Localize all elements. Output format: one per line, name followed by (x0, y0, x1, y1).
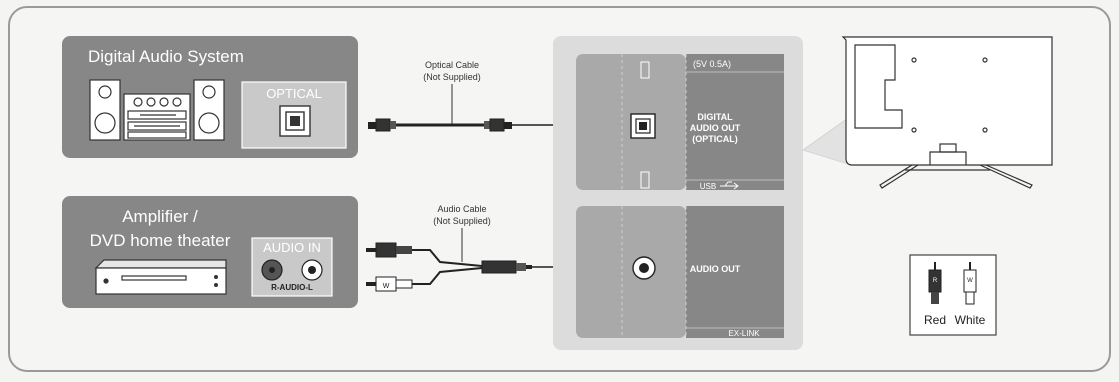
digital-out-line3: (OPTICAL) (692, 134, 738, 144)
plug-color-legend: R W Red White (909, 254, 997, 336)
svg-text:W: W (967, 278, 973, 284)
red-plug-icon: R (928, 262, 942, 304)
legend-box (909, 254, 997, 336)
tv-back-icon (841, 36, 1053, 189)
amplifier-dvd: Amplifier / DVD home theater AUDIO IN R-… (62, 196, 358, 308)
audio-cable-label-line2: (Not Supplied) (433, 216, 491, 226)
svg-text:R: R (933, 278, 938, 284)
tv-audio-out-jack-icon (632, 256, 656, 280)
optical-port-icon (279, 105, 311, 137)
usb-icon (720, 181, 739, 190)
white-plug-icon: W (963, 262, 977, 305)
usb-power-label: (5V 0.5A) (693, 59, 731, 69)
audio-in-label: AUDIO IN (263, 240, 321, 255)
amplifier-title-line1: Amplifier / (122, 207, 198, 226)
rca-jack-icon (261, 259, 323, 281)
audio-cable-label-line1: Audio Cable (437, 204, 486, 214)
optical-cable-label-line2: (Not Supplied) (423, 72, 481, 82)
bottom-panel-left (576, 206, 686, 338)
bottom-panel-right (686, 206, 784, 338)
top-panel-right (686, 54, 784, 190)
legend-white-label: White (955, 313, 986, 327)
legend-red-label: Red (924, 313, 946, 327)
audio-out-label: AUDIO OUT (690, 264, 741, 274)
amplifier-title-line2: DVD home theater (90, 231, 231, 250)
svg-text:W: W (383, 283, 390, 290)
digital-out-line2: AUDIO OUT (690, 123, 741, 133)
audio-cable: Audio Cable (Not Supplied) W (366, 204, 620, 292)
ex-link-label: EX-LINK (728, 329, 760, 338)
digital-audio-title: Digital Audio System (88, 47, 244, 66)
digital-audio-system: Digital Audio System OPTICAL (62, 36, 358, 158)
tv-rear-panel: (5V 0.5A) DIGITAL AUDIO OUT (OPTICAL) US… (553, 36, 803, 350)
audio-in-sublabel: R-AUDIO-L (271, 283, 313, 292)
usb-label: USB (700, 182, 716, 191)
digital-out-line1: DIGITAL (697, 112, 733, 122)
optical-port-label: OPTICAL (266, 86, 322, 101)
optical-cable-label-line1: Optical Cable (425, 60, 479, 70)
tv-optical-jack-icon (630, 113, 656, 139)
stereo-system-icon (89, 79, 225, 141)
dvd-player-icon (94, 259, 227, 295)
